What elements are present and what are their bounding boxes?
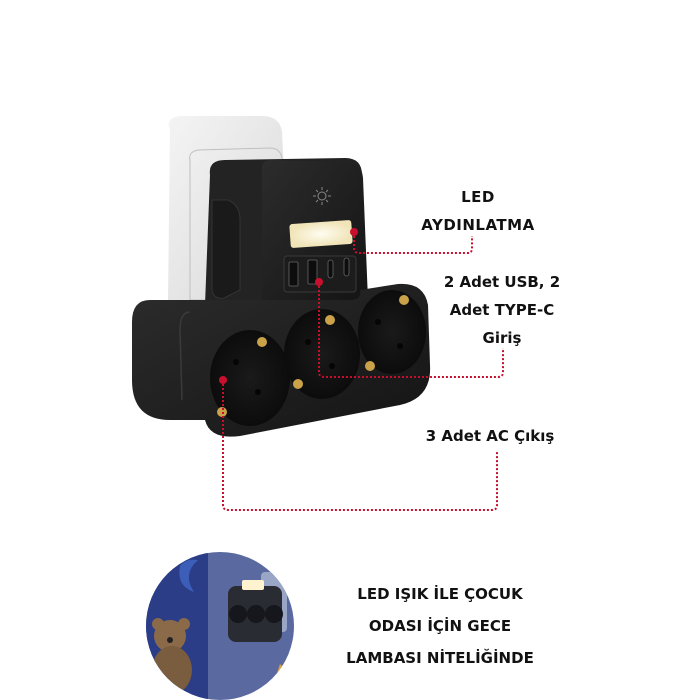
- night-light-description: LED IŞIK İLE ÇOCUK ODASI İÇİN GECE LAMBA…: [320, 578, 560, 674]
- usb-port-panel: [283, 255, 357, 293]
- callout-usb-label: 2 Adet USB, 2 Adet TYPE-C Giriş: [412, 268, 592, 352]
- callout-usb-line: [318, 282, 504, 378]
- night-light-line2: ODASI İÇİN GECE: [368, 617, 512, 635]
- callout-led-line: [353, 232, 473, 254]
- callout-ac-label: 3 Adet AC Çıkış: [425, 427, 555, 445]
- callout-led-label: LED AYDINLATMA: [398, 183, 558, 239]
- callout-lines: [222, 232, 504, 511]
- callout-usb-line3: Giriş: [482, 329, 522, 347]
- callout-usb-line1: 2 Adet USB, 2: [443, 273, 561, 291]
- usb-a-port-icon: [307, 259, 318, 285]
- callout-led-line1: LED: [461, 188, 495, 206]
- night-room-illustration: [146, 552, 294, 700]
- usb-a-port-icon: [288, 261, 299, 287]
- sun-icon: [313, 187, 331, 205]
- callout-led-line2: AYDINLATMA: [421, 216, 535, 234]
- callout-usb-line2: Adet TYPE-C: [449, 301, 555, 319]
- adapter-upper-body: [205, 158, 368, 305]
- usb-c-port-icon: [343, 257, 350, 277]
- night-light-line3: LAMBASI NİTELİĞİNDE: [346, 649, 534, 667]
- callout-ac-line: [222, 380, 498, 511]
- schuko-socket-icon: [284, 309, 360, 399]
- night-light-thumbnail: [146, 552, 294, 700]
- usb-c-port-icon: [327, 259, 334, 279]
- moon-icon: [179, 559, 198, 592]
- schuko-socket-icon: [358, 290, 426, 374]
- led-light-bar: [289, 220, 353, 248]
- night-light-line1: LED IŞIK İLE ÇOCUK: [357, 585, 523, 603]
